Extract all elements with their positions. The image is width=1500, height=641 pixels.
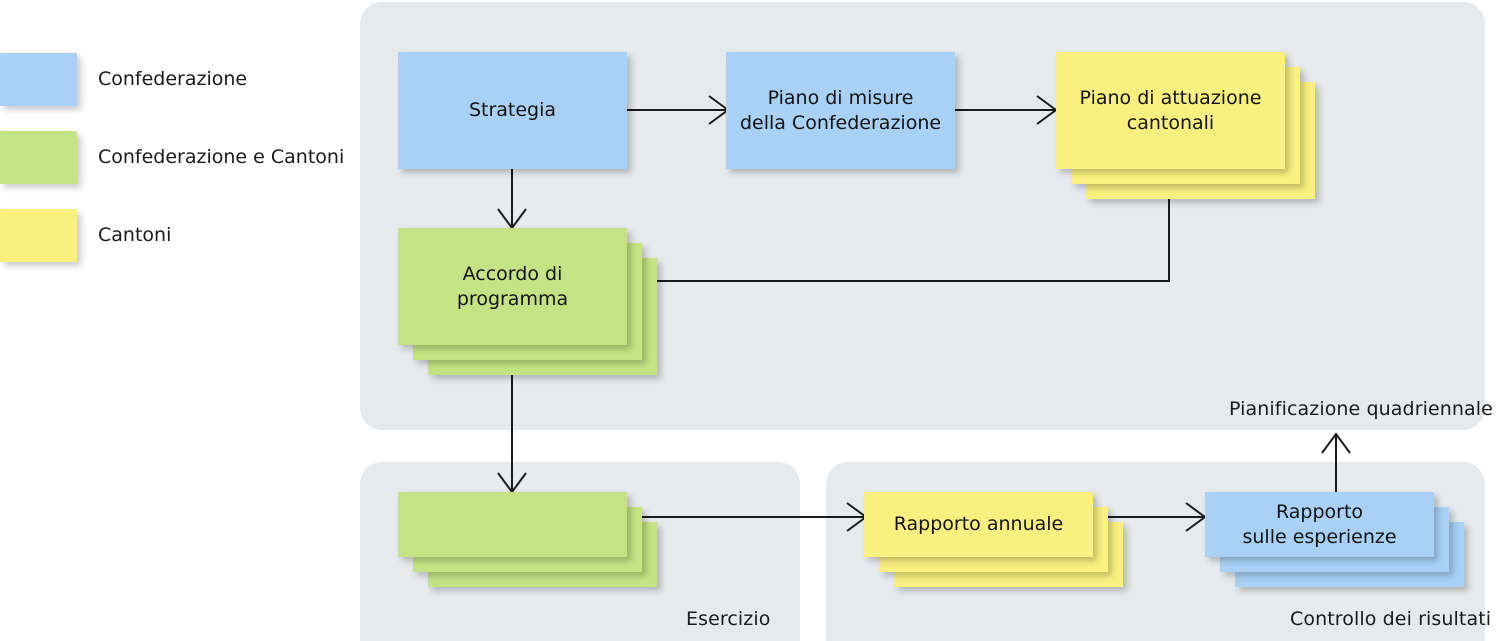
phase-label-planning: Pianificazione quadriennale (1229, 398, 1493, 420)
legend-swatch-confederazione (0, 53, 77, 106)
phase-label-execution: Esercizio (686, 608, 771, 630)
legend-label-confederazione-e-cantoni: Confederazione e Cantoni (98, 146, 345, 168)
node-rapporto-sulle-esperienze[interactable]: Rapporto sulle esperienze (1205, 492, 1434, 557)
node-piano-di-attuazione-cantonali[interactable]: Piano di attuazione cantonali (1056, 52, 1285, 169)
legend-swatch-confederazione-e-cantoni (0, 131, 77, 184)
arrowhead-planning (1321, 432, 1351, 454)
legend-label-cantoni: Cantoni (98, 224, 172, 246)
node-rapporto-annuale[interactable]: Rapporto annuale (864, 492, 1093, 557)
node-esercizio-stack[interactable] (398, 492, 627, 557)
legend-swatch-cantoni (0, 209, 77, 262)
phase-label-controlling: Controllo dei risultati (1290, 608, 1492, 630)
node-strategia[interactable]: Strategia (398, 52, 627, 169)
node-accordo-di-programma[interactable]: Accordo di programma (398, 228, 627, 345)
legend-label-confederazione: Confederazione (98, 68, 248, 90)
node-piano-di-misure[interactable]: Piano di misure della Confederazione (726, 52, 955, 169)
